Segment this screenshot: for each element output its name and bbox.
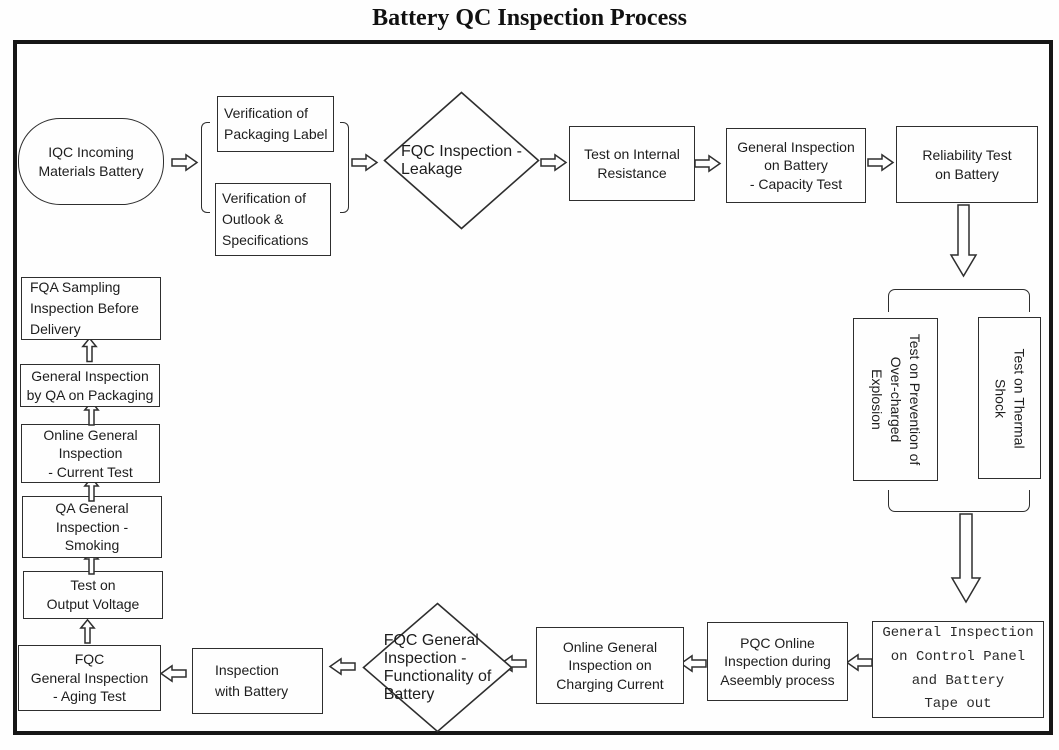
node-charging-current: Online General Inspection on Charging Cu… — [536, 627, 684, 704]
diamond-shape — [383, 91, 540, 230]
page-title: Battery QC Inspection Process — [372, 5, 687, 31]
node-online-current: Online General Inspection - Current Test — [21, 424, 160, 483]
flow-arrow-left-icon — [845, 653, 873, 672]
node-capacity-test: General Inspection on Battery - Capacity… — [726, 128, 866, 203]
node-internal-resistance-label: Test on Internal Resistance — [584, 145, 680, 181]
node-fqc-aging: FQC General Inspection - Aging Test — [18, 645, 161, 711]
node-pqc-online-label: PQC Online Inspection during Aseembly pr… — [720, 634, 835, 688]
node-fqa-sampling-label: FQA Sampling Inspection Before Delivery — [30, 279, 139, 337]
node-fqc-functionality: FQC General Inspection - Functionality o… — [362, 602, 513, 733]
node-fqc-functionality-label: FQC General Inspection - Functionality o… — [383, 631, 492, 703]
node-fqa-sampling: FQA Sampling Inspection Before Delivery — [21, 277, 161, 340]
node-iqc-incoming: IQC Incoming Materials Battery — [18, 118, 164, 205]
node-pqc-online: PQC Online Inspection during Aseembly pr… — [707, 622, 848, 701]
node-capacity-test-label: General Inspection on Battery - Capacity… — [737, 138, 855, 192]
node-iqc-incoming-label: IQC Incoming Materials Battery — [38, 143, 144, 179]
flow-arrow-up-icon — [79, 618, 96, 644]
node-qa-packaging: General Inspection by QA on Packaging — [20, 364, 160, 407]
node-qa-smoking: QA General Inspection - Smoking — [22, 496, 162, 558]
node-overcharge-test-text: Test on Prevention of Over-charged Explo… — [869, 333, 923, 466]
flow-arrow-right-icon — [694, 154, 722, 173]
flow-arrow-left-icon — [679, 654, 707, 673]
group-bracket-left — [201, 122, 210, 213]
node-thermal-shock-label: Test on Thermal Shock — [979, 318, 1042, 480]
flow-arrow-left-icon — [159, 664, 187, 683]
node-verify-packaging: Verification of Packaging Label — [217, 96, 334, 152]
node-inspection-battery-label: Inspection with Battery — [215, 662, 289, 699]
node-qa-packaging-label: General Inspection by QA on Packaging — [26, 367, 154, 403]
node-charging-current-label: Online General Inspection on Charging Cu… — [556, 638, 664, 692]
node-output-voltage-label: Test on Output Voltage — [46, 577, 140, 612]
flow-arrow-down-icon — [949, 204, 978, 278]
node-fqc-aging-label: FQC General Inspection - Aging Test — [30, 651, 149, 705]
node-control-panel-label: General Inspection on Control Panel and … — [882, 625, 1034, 713]
node-reliability-label: Reliability Test on Battery — [922, 146, 1012, 182]
group-bracket-bottom — [888, 490, 1030, 512]
diamond-shape — [362, 602, 513, 733]
node-verify-outlook-label: Verification of Outlook & Specifications — [222, 190, 309, 248]
node-internal-resistance: Test on Internal Resistance — [569, 126, 695, 201]
group-bracket-top — [888, 289, 1030, 312]
node-fqc-leakage-label: FQC Inspection - Leakage — [401, 142, 522, 178]
group-bracket-right — [340, 122, 349, 213]
node-reliability: Reliability Test on Battery — [896, 126, 1038, 203]
node-online-current-label: Online General Inspection - Current Test — [43, 426, 138, 480]
node-control-panel: General Inspection on Control Panel and … — [872, 621, 1044, 718]
node-qa-smoking-label: QA General Inspection - Smoking — [55, 500, 129, 554]
flow-arrow-right-icon — [171, 153, 199, 172]
flow-arrow-right-icon — [540, 153, 568, 172]
node-verify-packaging-label: Verification of Packaging Label — [224, 105, 328, 142]
flow-arrow-up-icon — [81, 337, 98, 363]
node-output-voltage: Test on Output Voltage — [23, 571, 163, 619]
diagram-border — [13, 40, 1053, 735]
node-overcharge-test: Test on Prevention of Over-charged Explo… — [853, 318, 938, 481]
node-thermal-shock: Test on Thermal Shock — [978, 317, 1041, 479]
flow-arrow-right-icon — [867, 153, 895, 172]
flow-arrow-right-icon — [351, 153, 379, 172]
node-thermal-shock-text: Test on Thermal Shock — [993, 348, 1028, 449]
node-overcharge-test-label: Test on Prevention of Over-charged Explo… — [853, 318, 938, 481]
node-inspection-battery: Inspection with Battery — [192, 648, 323, 714]
node-fqc-leakage: FQC Inspection - Leakage — [383, 91, 540, 230]
flow-arrow-left-icon — [328, 657, 356, 676]
node-verify-outlook: Verification of Outlook & Specifications — [215, 183, 331, 256]
flow-arrow-down-long-icon — [950, 513, 982, 604]
